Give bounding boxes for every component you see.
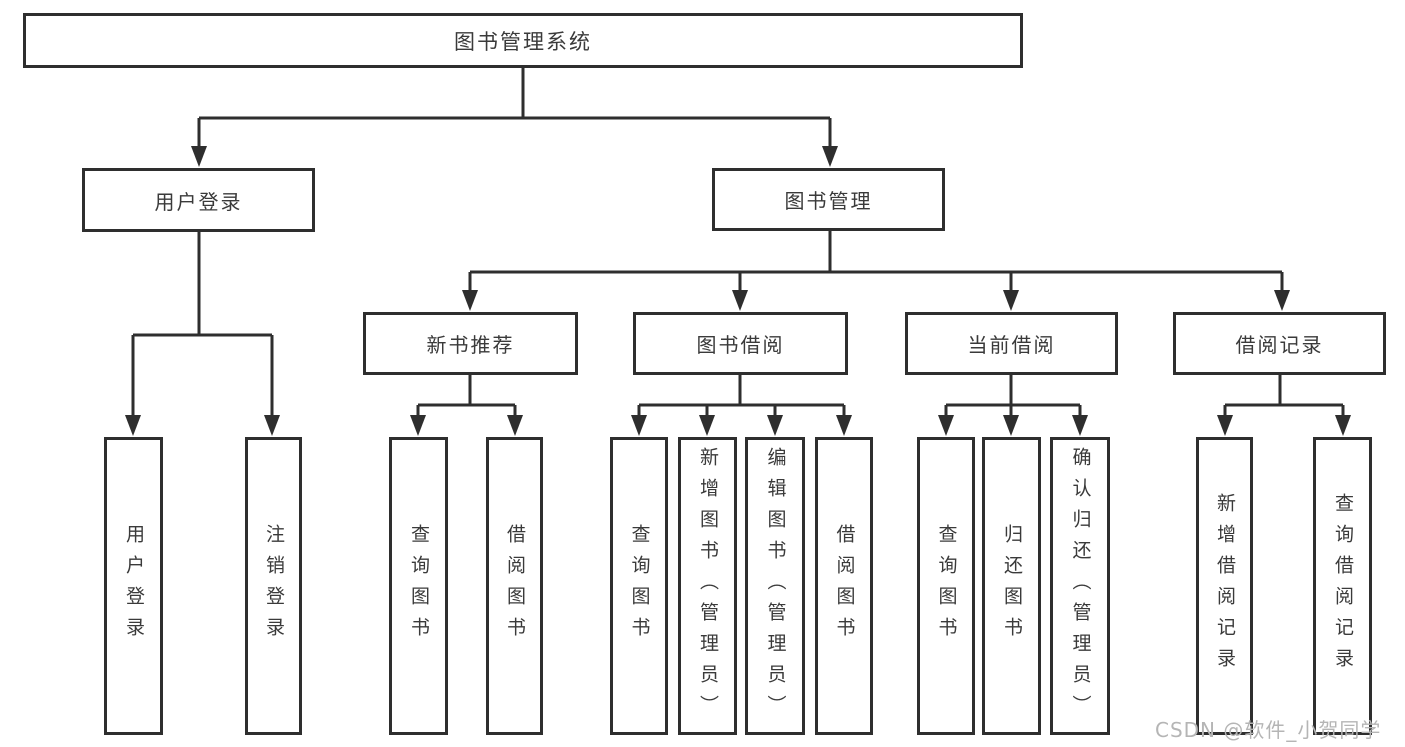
leaf-confirm-return-admin-label: 确认归还（管理员） xyxy=(1069,446,1092,726)
arrow-down-icon xyxy=(264,415,280,436)
arrow-down-icon xyxy=(938,415,954,436)
arrow-down-icon xyxy=(410,415,426,436)
watermark: CSDN @软件_小贺同学 xyxy=(1155,718,1382,742)
leaf-query-borrow-record-label: 查询借阅记录 xyxy=(1332,493,1354,679)
leaf-borrow-books-recommend-label: 借阅图书 xyxy=(504,524,526,648)
leaf-edit-book-admin-label: 编辑图书（管理员） xyxy=(764,446,787,726)
node-root-label: 图书管理系统 xyxy=(454,29,592,54)
arrow-down-icon xyxy=(732,290,748,311)
node-current-borrowing-label: 当前借阅 xyxy=(967,333,1056,357)
leaf-return-book-label: 归还图书 xyxy=(1001,524,1023,648)
leaf-query-books-current: 查询图书 xyxy=(917,437,975,735)
node-book-management-label: 图书管理 xyxy=(784,189,873,213)
leaf-user-login-label: 用户登录 xyxy=(123,524,145,648)
arrow-down-icon xyxy=(1003,290,1019,311)
node-new-book-recommend-label: 新书推荐 xyxy=(426,333,515,357)
leaf-return-book: 归还图书 xyxy=(982,437,1041,735)
leaf-add-book-admin: 新增图书（管理员） xyxy=(678,437,737,735)
node-new-book-recommend: 新书推荐 xyxy=(363,312,578,375)
node-user-login-label: 用户登录 xyxy=(154,189,243,214)
node-user-login: 用户登录 xyxy=(82,168,315,232)
node-book-management: 图书管理 xyxy=(712,168,945,231)
node-book-borrowing: 图书借阅 xyxy=(633,312,848,375)
node-current-borrowing: 当前借阅 xyxy=(905,312,1118,375)
arrow-down-icon xyxy=(1217,415,1233,436)
connector-arrowheads xyxy=(125,146,1351,436)
leaf-query-books-current-label: 查询图书 xyxy=(935,524,958,648)
arrow-down-icon xyxy=(191,146,207,167)
node-borrowing-records: 借阅记录 xyxy=(1173,312,1386,375)
leaf-user-login: 用户登录 xyxy=(104,437,163,735)
arrow-down-icon xyxy=(822,146,838,167)
arrow-down-icon xyxy=(507,415,523,436)
leaf-confirm-return-admin: 确认归还（管理员） xyxy=(1050,437,1110,735)
arrow-down-icon xyxy=(1003,415,1019,436)
arrow-down-icon xyxy=(462,290,478,311)
leaf-add-book-admin-label: 新增图书（管理员） xyxy=(697,446,719,726)
arrow-down-icon xyxy=(699,415,715,436)
leaf-query-books-recommend-label: 查询图书 xyxy=(408,524,430,648)
arrow-down-icon xyxy=(125,415,141,436)
arrow-down-icon xyxy=(836,415,852,436)
arrow-down-icon xyxy=(767,415,783,436)
arrow-down-icon xyxy=(1072,415,1088,436)
arrow-down-icon xyxy=(631,415,647,436)
leaf-add-borrow-record-label: 新增借阅记录 xyxy=(1214,493,1236,679)
leaf-borrow-books-label: 借阅图书 xyxy=(833,524,856,648)
leaf-query-books-borrow-label: 查询图书 xyxy=(628,524,651,648)
leaf-logout: 注销登录 xyxy=(245,437,302,735)
arrow-down-icon xyxy=(1274,290,1290,311)
node-book-borrowing-label: 图书借阅 xyxy=(696,333,785,357)
leaf-query-books-recommend: 查询图书 xyxy=(389,437,448,735)
leaf-logout-label: 注销登录 xyxy=(263,524,285,648)
leaf-borrow-books: 借阅图书 xyxy=(815,437,873,735)
leaf-query-borrow-record: 查询借阅记录 xyxy=(1313,437,1372,735)
leaf-borrow-books-recommend: 借阅图书 xyxy=(486,437,543,735)
leaf-query-books-borrow: 查询图书 xyxy=(610,437,668,735)
leaf-edit-book-admin: 编辑图书（管理员） xyxy=(745,437,805,735)
leaf-add-borrow-record: 新增借阅记录 xyxy=(1196,437,1253,735)
node-borrowing-records-label: 借阅记录 xyxy=(1235,333,1324,357)
node-root: 图书管理系统 xyxy=(23,13,1023,68)
arrow-down-icon xyxy=(1335,415,1351,436)
